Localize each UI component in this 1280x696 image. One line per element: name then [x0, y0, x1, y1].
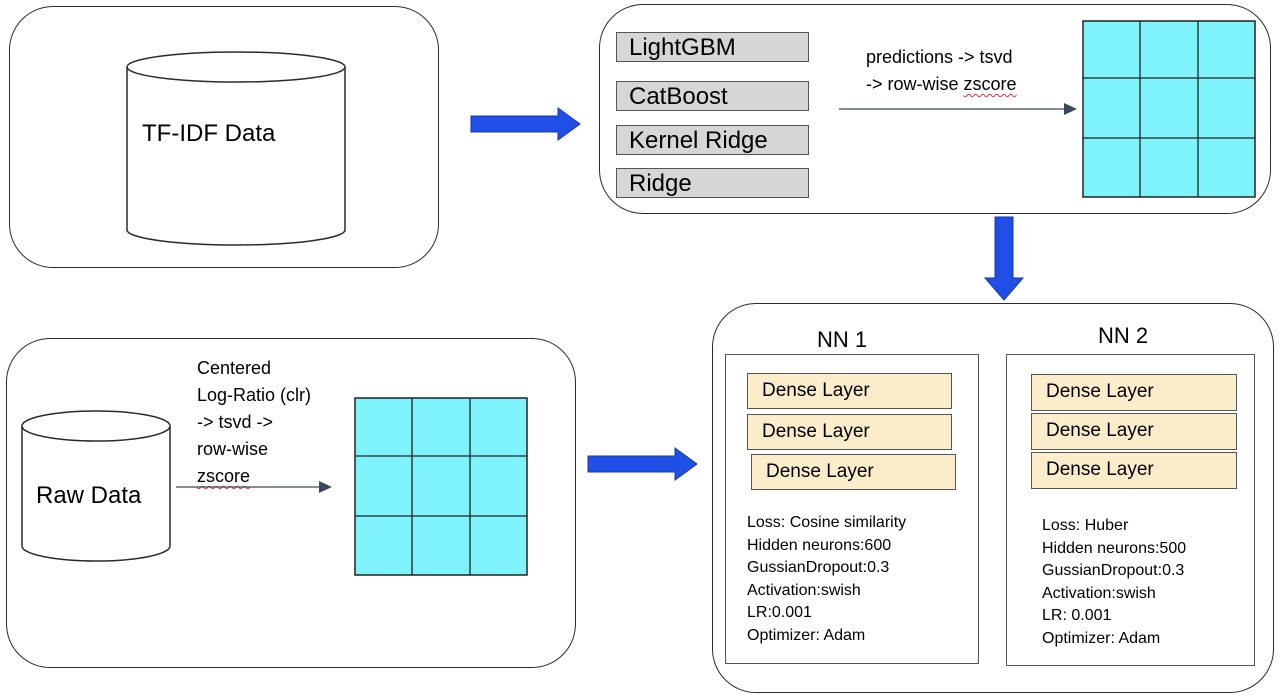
nn2-dense-layer-2: Dense Layer [1031, 413, 1237, 450]
clr-text: Centered Log-Ratio (clr) -> tsvd -> row-… [197, 355, 311, 490]
model-lightgbm: LightGBM [616, 32, 809, 62]
nn1-param-activation: Activation:swish [747, 581, 861, 599]
raw-cylinder-icon [21, 410, 171, 562]
nn2-title: NN 2 [1098, 323, 1149, 348]
nn1-param-neurons: Hidden neurons:600 [747, 536, 892, 554]
arrow-right-icon-2 [587, 447, 698, 481]
clr-line-3: -> tsvd -> [197, 412, 274, 432]
raw-label: Raw Data [36, 482, 142, 509]
nn2-param-dropout: GussianDropout:0.3 [1042, 562, 1185, 579]
nn1-param-lr: LR:0.001 [747, 604, 812, 621]
nn2-params: Loss: Huber Hidden neurons:500 GussianDr… [1042, 515, 1186, 650]
model-catboost: CatBoost [616, 81, 809, 111]
clr-line-2: Log-Ratio (clr) [197, 385, 312, 405]
predictions-line2-word: zscore [963, 74, 1017, 94]
predictions-line2-prefix: -> row-wise [866, 74, 964, 94]
nn2-dense-layer-1: Dense Layer [1031, 374, 1237, 411]
tfidf-cylinder-icon [126, 51, 346, 246]
clr-line-4: row-wise [197, 439, 269, 459]
nn2-param-neurons: Hidden neurons:500 [1042, 539, 1187, 557]
arrow-to-grid-bottom [176, 481, 332, 493]
tfidf-label: TF-IDF Data [142, 120, 276, 147]
clr-line-1: Centered [197, 358, 272, 378]
nn1-param-dropout: GussianDropout:0.3 [747, 559, 890, 576]
nn1-title: NN 1 [817, 327, 868, 352]
arrow-to-grid-top [839, 103, 1077, 115]
grid-top-right [1082, 20, 1256, 198]
model-ridge: Ridge [616, 168, 809, 198]
nn1-param-optimizer: Optimizer: Adam [747, 626, 866, 644]
nn2-param-activation: Activation:swish [1042, 584, 1156, 602]
nn2-param-loss: Loss: Huber [1042, 517, 1129, 534]
nn1-dense-layer-2: Dense Layer [747, 414, 952, 450]
nn2-dense-layer-3: Dense Layer [1031, 452, 1237, 489]
predictions-line1: predictions -> tsvd [866, 47, 1013, 67]
nn2-param-optimizer: Optimizer: Adam [1042, 629, 1161, 647]
arrow-right-icon [470, 107, 581, 141]
nn2-param-lr: LR: 0.001 [1042, 607, 1112, 624]
grid-bottom-left [354, 397, 528, 576]
nn1-params: Loss: Cosine similarity Hidden neurons:6… [747, 512, 906, 647]
clr-line-5: zscore [197, 466, 251, 486]
nn1-dense-layer-3: Dense Layer [751, 454, 956, 490]
predictions-line2: -> row-wise zscore [866, 71, 1017, 98]
model-kernel-ridge: Kernel Ridge [616, 125, 809, 155]
arrow-down-icon [983, 216, 1025, 301]
nn1-dense-layer-1: Dense Layer [747, 373, 952, 409]
predictions-text: predictions -> tsvd -> row-wise zscore [866, 44, 1017, 98]
nn1-param-loss: Loss: Cosine similarity [747, 514, 907, 531]
